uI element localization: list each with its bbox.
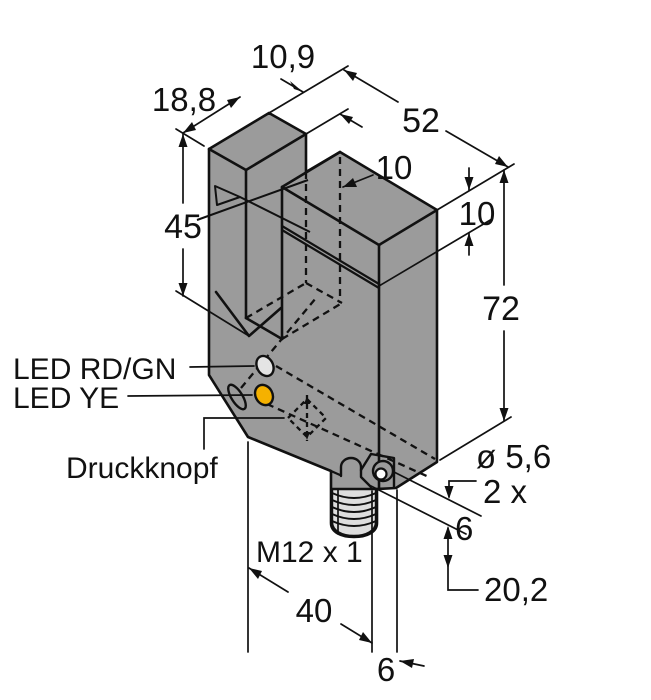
bottom-edge-joint (329, 469, 342, 477)
cover-seam (280, 224, 381, 290)
button-axis-arrow-up (304, 396, 310, 404)
dim-hole-count: 2 x (483, 473, 528, 510)
m12-thread-ridges (331, 492, 377, 527)
optical-axis-diag-1 (275, 365, 436, 460)
led-ye (253, 383, 275, 407)
counterbore-inner (374, 467, 388, 481)
dim-head-height: 10 (459, 195, 496, 232)
dim-hole-offset-bottom: 6 (377, 651, 395, 688)
dim-depth: 18,8 (152, 81, 216, 118)
indicators (227, 354, 275, 411)
optical-axis-diag-2 (266, 402, 432, 480)
beam-direction-arrow (196, 179, 311, 233)
beam-line-a (239, 196, 311, 233)
dimension-texts: 10,9 18,8 52 10 10 45 72 LED RD/GN LED Y… (13, 38, 551, 688)
push-button-symbol (286, 395, 328, 441)
counterbore-hole (371, 459, 395, 483)
optical-axis-upper (240, 297, 317, 389)
mounting-slot-notch (339, 456, 373, 489)
beam-line-b (196, 179, 309, 221)
dimension-arrowheads (178, 70, 509, 668)
dim-arm-width: 10,9 (251, 38, 315, 75)
dim-hole-spacing: 20,2 (484, 571, 548, 608)
hidden-edges (240, 157, 436, 480)
slot-hidden-bottom-rear (305, 281, 343, 305)
m12-connector (330, 487, 378, 538)
label-led-ye: LED YE (13, 382, 119, 415)
label-led-rd-gn: LED RD/GN (13, 353, 176, 386)
dim-connector-offset: 40 (296, 592, 333, 629)
lens-window (227, 383, 247, 411)
dim-length: 52 (402, 102, 440, 140)
beam-arrowhead (214, 185, 241, 206)
dim-connector-thread: M12 x 1 (256, 536, 363, 569)
slot-bottom-front-edge (244, 316, 284, 341)
dim-body-height: 72 (482, 290, 520, 328)
dim-slot-depth: 45 (164, 208, 202, 246)
led-rd-gn (255, 354, 275, 378)
dim-slot-width: 10 (376, 149, 413, 186)
dim-hole-diameter: ø 5,6 (476, 438, 551, 475)
button-axis-arrow-down (304, 432, 310, 440)
label-druckknopf: Druckknopf (66, 452, 218, 485)
dim-hole-offset-right: 6 (455, 510, 473, 547)
